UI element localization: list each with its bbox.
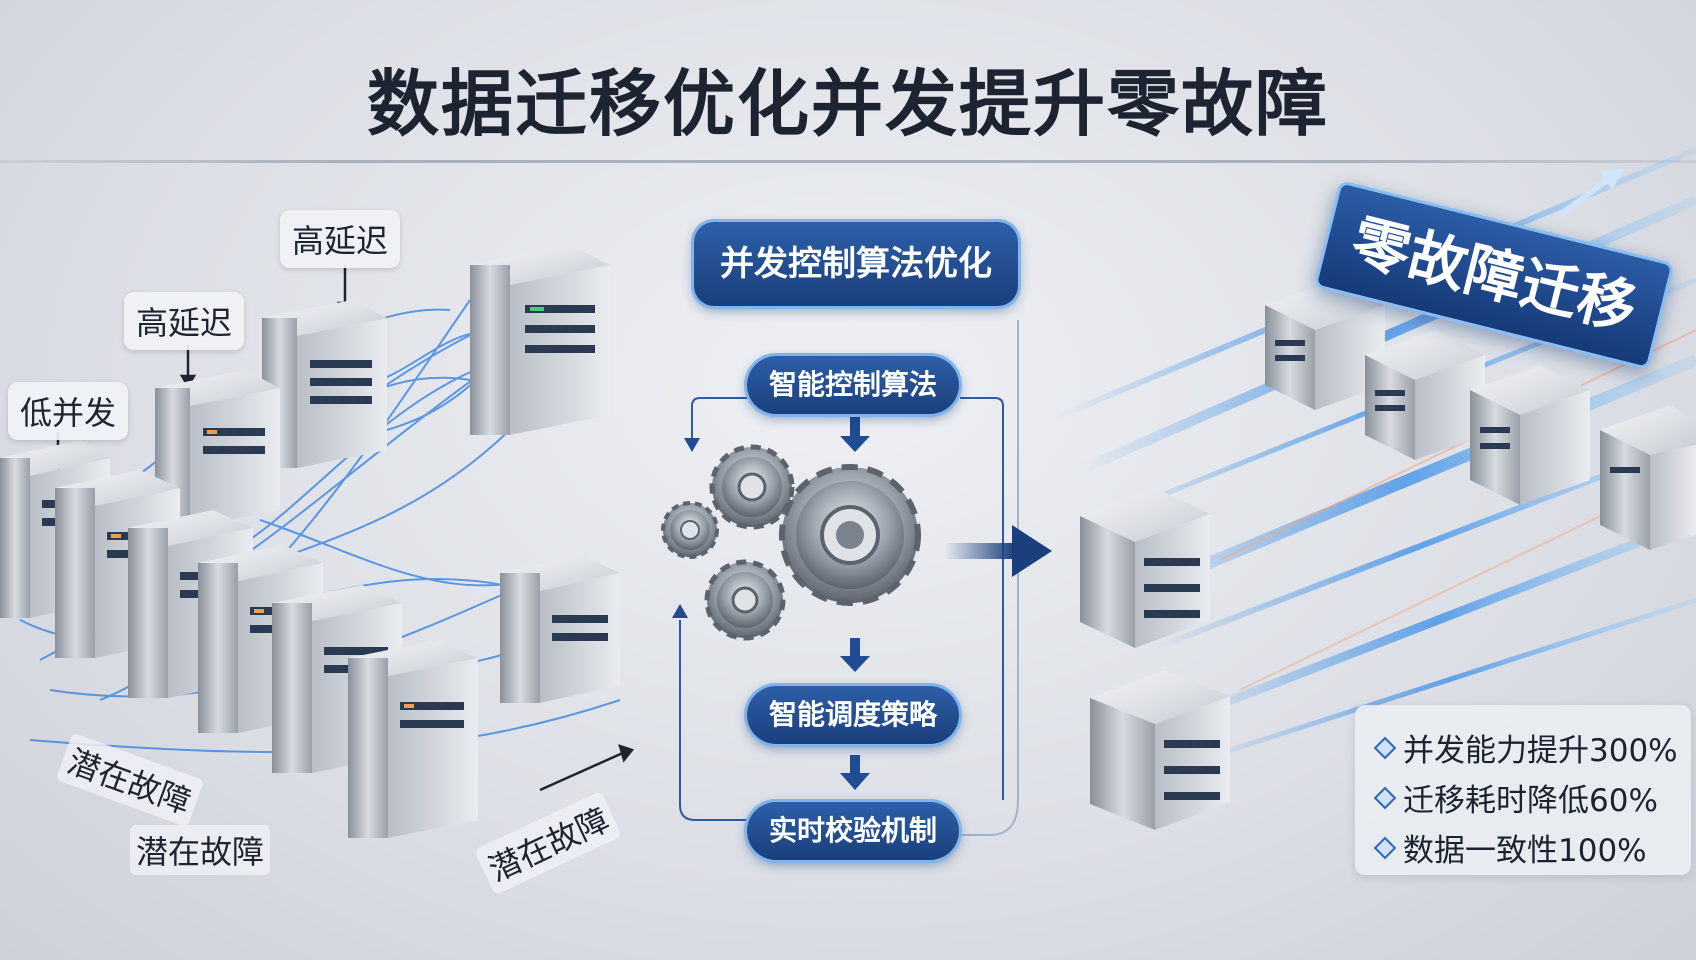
server-icon (155, 370, 280, 528)
stat-text: 迁移耗时降低60% (1403, 783, 1658, 819)
stat-text: 并发能力提升300% (1403, 733, 1678, 769)
stat-row: 迁移耗时降低60% (1373, 775, 1658, 820)
gear-icon (779, 464, 921, 606)
new-servers (1080, 280, 1696, 830)
server-icon (348, 640, 478, 838)
server-icon (1365, 330, 1485, 460)
stat-row: 数据一致性100% (1373, 825, 1647, 870)
arrow-right-icon (945, 525, 1052, 577)
process-loop (679, 320, 1019, 836)
main-label-concurrency-optimization: 并发控制算法优化 (694, 222, 1018, 306)
gear-icon (704, 559, 786, 641)
server-icon (1470, 365, 1590, 505)
page-title: 数据迁移优化并发提升零故障 (366, 62, 1329, 146)
stat-text: 数据一致性100% (1403, 833, 1647, 869)
arrow-down-icon (672, 413, 870, 790)
stat-row: 并发能力提升300% (1373, 725, 1678, 770)
diamond-bullet-icon (1373, 786, 1397, 809)
diamond-bullet-icon (1373, 836, 1397, 859)
server-icon (500, 555, 620, 703)
diamond-bullet-icon (1373, 736, 1397, 759)
gear-icon (661, 501, 719, 559)
server-icon (1600, 405, 1696, 550)
step-realtime-validation: 实时校验机制 (747, 802, 959, 860)
server-icon (262, 300, 387, 468)
step-smart-control: 智能控制算法 (747, 356, 959, 414)
server-icon (470, 245, 610, 435)
legacy-servers (0, 245, 620, 838)
tag-high-latency: 高延迟 (124, 292, 245, 350)
gear-icon (709, 444, 795, 530)
tag-low-concurrency: 低并发 (8, 382, 129, 440)
tag-high-latency-2: 高延迟 (280, 210, 401, 268)
fault-label-2: 潜在故障 (130, 825, 271, 875)
server-icon (1090, 670, 1230, 830)
title-divider (0, 160, 1696, 163)
stats-panel: 并发能力提升300% 迁移耗时降低60% 数据一致性100% (1355, 705, 1691, 875)
step-smart-scheduling: 智能调度策略 (747, 686, 959, 744)
server-icon (1080, 488, 1210, 648)
